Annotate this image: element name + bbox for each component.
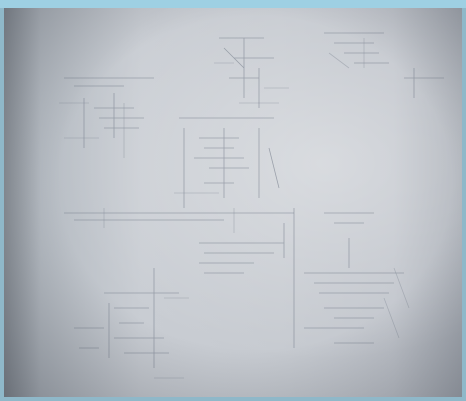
schematic-block-top-left [59, 77, 154, 158]
circuit-sketch [59, 32, 444, 379]
schematic-block-top-right [324, 32, 444, 98]
schematic-block-top-center [214, 37, 289, 108]
schematic-photo [4, 8, 462, 397]
schematic-block-bottom-left [74, 268, 189, 379]
top-window-strip [0, 0, 466, 8]
bus-line [64, 208, 294, 233]
schematic-block-middle [199, 208, 295, 348]
schematic-block-center [174, 102, 280, 208]
schematic-block-right [304, 212, 410, 344]
